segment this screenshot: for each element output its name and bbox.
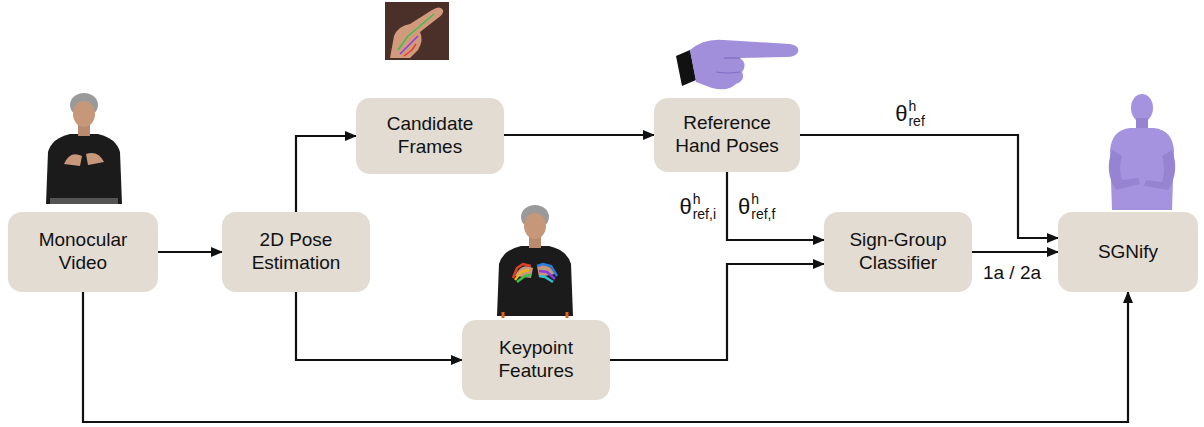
process-box: Monocular Video (8, 212, 158, 292)
keypoint-photo-part (497, 246, 573, 316)
hand-crop-photo (385, 2, 449, 60)
box-label: SGNify (1098, 241, 1158, 264)
signer-photo (28, 88, 140, 206)
flow-arrow (83, 292, 1128, 422)
edge-label: θhref,i θhref,f (677, 192, 777, 221)
keypoint-photo-part (502, 312, 505, 318)
process-box: 2D Pose Estimation (222, 212, 370, 292)
flow-arrow (972, 251, 1058, 253)
box-label: Reference Hand Poses (666, 112, 788, 158)
reference-hand-mesh-part (690, 40, 798, 90)
box-label: Sign-Group Classifier (836, 229, 960, 275)
flow-arrow (504, 134, 654, 136)
signer-photo-part (86, 153, 104, 165)
keypoint-photo-part (479, 200, 591, 318)
hand-crop-photo-part (404, 44, 416, 56)
sgnify-avatar-mesh-part (1144, 150, 1175, 190)
sgnify-avatar-mesh-part (1109, 150, 1140, 190)
process-box: Reference Hand Poses (654, 98, 800, 172)
box-label: 2D Pose Estimation (234, 229, 358, 275)
signer-photo-part (50, 198, 118, 204)
hand-crop-photo-part (385, 2, 449, 60)
process-box: Candidate Frames (356, 98, 504, 174)
edge-label: 1a / 2a (981, 262, 1043, 284)
reference-hand-mesh-part (716, 72, 740, 73)
flow-arrow (158, 251, 222, 253)
signer-photo-part (46, 134, 122, 204)
box-label: Monocular Video (20, 229, 146, 275)
signer-photo-part (73, 101, 95, 127)
flow-arrow (296, 292, 462, 360)
process-box: Keypoint Features (462, 320, 610, 400)
signer-photo-part (28, 88, 140, 206)
keypoint-photo-part (539, 276, 553, 282)
box-label: Keypoint Features (474, 337, 598, 383)
signer-photo-part (64, 154, 82, 166)
keypoint-photo-part (517, 275, 531, 282)
reference-hand-mesh-part (724, 57, 740, 58)
flow-arrow (610, 264, 824, 360)
keypoint-photo (479, 200, 591, 318)
sgnify-avatar-mesh (1109, 94, 1175, 210)
keypoint-photo-part (524, 213, 546, 239)
flow-arrow (727, 172, 824, 240)
edge-label: θhref (893, 99, 927, 128)
sgnify-avatar-mesh-part (1131, 94, 1153, 122)
process-box: SGNify (1058, 212, 1198, 292)
reference-hand-mesh (676, 40, 798, 90)
keypoint-photo-part (566, 312, 569, 318)
process-box: Sign-Group Classifier (824, 212, 972, 292)
flow-arrow (296, 136, 356, 212)
hand-crop-photo-part (390, 8, 443, 59)
box-label: Candidate Frames (368, 113, 492, 159)
